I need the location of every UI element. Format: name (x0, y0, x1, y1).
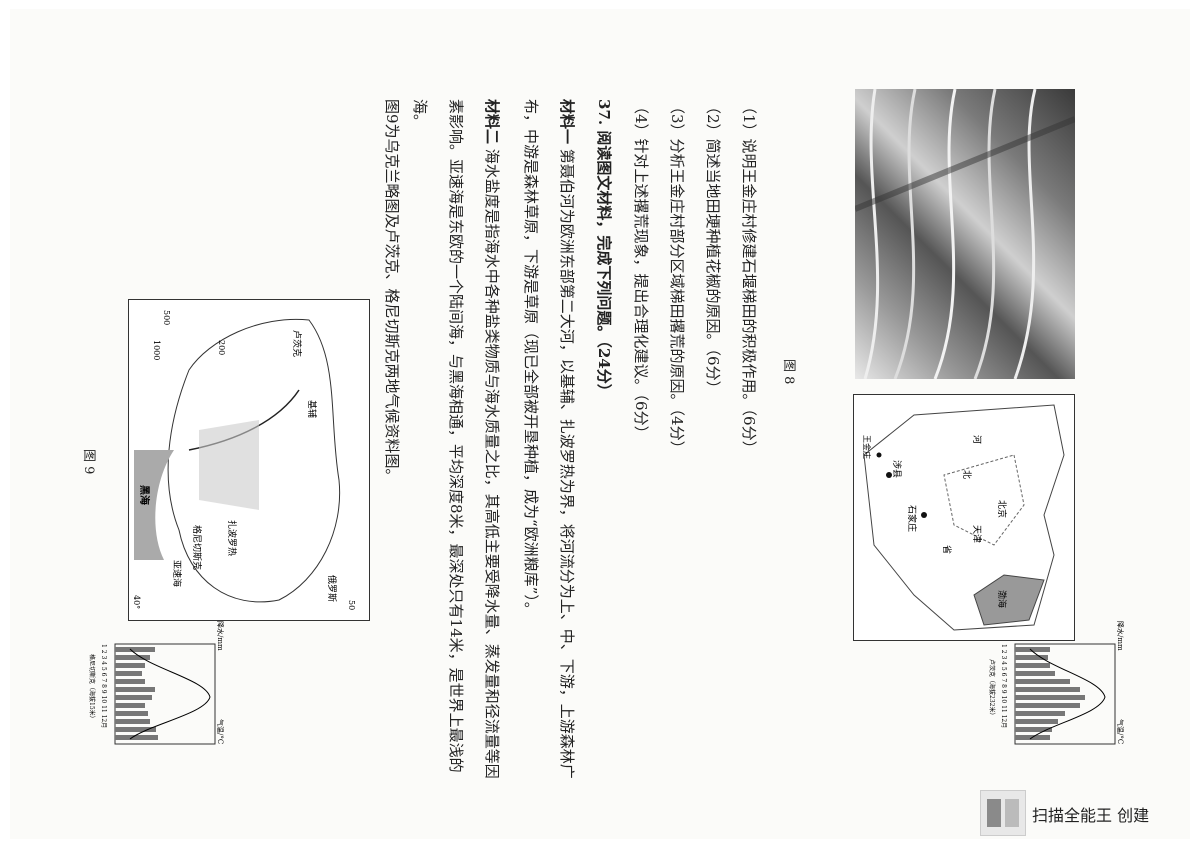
climate-chart-henichesk: 降水/mm 气温/°C 1 2 3 4 5 6 7 8 9 10 11 12月 … (80, 619, 230, 769)
place-he: 河 (971, 435, 983, 444)
lon-40: 40° (132, 595, 141, 609)
material-2: 材料二 海水盐度是指海水中各种盐类物质与海水质量之比，其高低主要受降水量、蒸发量… (402, 99, 510, 779)
place-bei: 北 (961, 470, 972, 479)
material-1-text: 第聂伯河为欧洲东部第二大河，以基辅、扎波罗热为界，将河流分为上、中、下游，上游森… (522, 99, 576, 779)
contour-500: 500 (162, 310, 171, 325)
climate-chart-lutsk: 降水/mm 气温/°C 1 2 3 4 5 6 7 8 9 10 11 12月 … (980, 619, 1130, 769)
question-4: （4）针对上述撂荒现象，提出合理化建议。（6分） (632, 99, 650, 441)
label-azov: 亚速海 (171, 560, 183, 587)
hebei-map: 北京 天津 渤海 河 北 省 石家庄 涉县 王金庄 (853, 394, 1075, 641)
contour-50: 50 (347, 600, 356, 610)
label-black-sea: 黑海 (138, 485, 151, 505)
henichesk-precip-label: 降水/mm (216, 621, 225, 651)
lutsk-caption2: 卢茨克（海拔232米） (988, 659, 996, 718)
place-bohai: 渤海 (996, 590, 1008, 608)
logo-mark-left (987, 799, 1001, 827)
question-3: （3）分析王金庄村部分区域梯田撂荒的原因。（4分） (668, 99, 686, 456)
label-zaporizhzhia: 扎波罗热 (226, 520, 238, 556)
place-sheng: 省 (941, 545, 953, 554)
scanner-watermark: 扫描全能王 创建 (980, 790, 1190, 840)
henichesk-caption1: 1 2 3 4 5 6 7 8 9 10 11 12月 (100, 644, 107, 728)
lutsk-temp-label: 气温/°C (1116, 719, 1125, 744)
fig8-label: 图 8 (781, 359, 796, 385)
terrace-photo (855, 89, 1075, 379)
exam-page: 北京 天津 渤海 河 北 省 石家庄 涉县 王金庄 图 8 （1）说明王金庄村修… (10, 9, 1190, 839)
label-henichesk: 格尼切斯克 (191, 525, 203, 570)
ukraine-map: 基辅 卢茨克 扎波罗热 格尼切斯克 亚速海 黑海 俄罗斯 200 500 100… (128, 299, 370, 621)
fig9-label: 图 9 (81, 449, 96, 475)
henichesk-caption2: 格尼切斯克（海拔15米） (88, 654, 96, 722)
lutsk-precip-label: 降水/mm (1116, 621, 1125, 651)
label-russia: 俄罗斯 (326, 575, 338, 602)
label-lutsk: 卢茨克 (291, 330, 303, 357)
material-2-text: 海水盐度是指海水中各种盐类物质与海水质量之比，其高低主要受降水量、蒸发量和径流量… (411, 99, 501, 779)
contour-200: 200 (217, 340, 226, 355)
henichesk-temp-label: 气温/°C (216, 719, 225, 744)
material-1: 材料一 第聂伯河为欧洲东部第二大河，以基辅、扎波罗热为界，将河流分为上、中、下游… (513, 99, 585, 779)
material-2-label: 材料二 (483, 99, 501, 145)
question-1: （1）说明王金庄村修建石堰梯田的积极作用。（6分） (740, 99, 758, 456)
contour-1000: 1000 (152, 340, 161, 360)
q37-heading: 37. 阅读图文材料，完成下列问题。（24分） (595, 99, 613, 399)
question-2: （2）简述当地田埂种植花椒的原因。（6分） (704, 99, 722, 396)
lutsk-caption1: 1 2 3 4 5 6 7 8 9 10 11 12月 (1000, 644, 1007, 728)
place-shexian: 涉县 (891, 460, 903, 478)
label-kyiv: 基辅 (306, 400, 318, 418)
material-3: 图9为乌克兰略图及卢茨克、格尼切斯克两地气候资料图。 (383, 99, 401, 484)
place-beijing: 北京 (996, 500, 1008, 518)
logo-mark-right (1005, 799, 1019, 827)
rotated-scanned-page: 北京 天津 渤海 河 北 省 石家庄 涉县 王金庄 图 8 （1）说明王金庄村修… (10, 9, 1190, 839)
place-wangjinzhuang: 王金庄 (862, 435, 872, 459)
scanner-logo-icon (980, 790, 1026, 836)
place-tianjin: 天津 (971, 525, 982, 543)
material-1-label: 材料一 (558, 99, 576, 145)
scanner-brand: 扫描全能王 创建 (1032, 806, 1150, 825)
place-shijiazhuang: 石家庄 (906, 505, 918, 532)
